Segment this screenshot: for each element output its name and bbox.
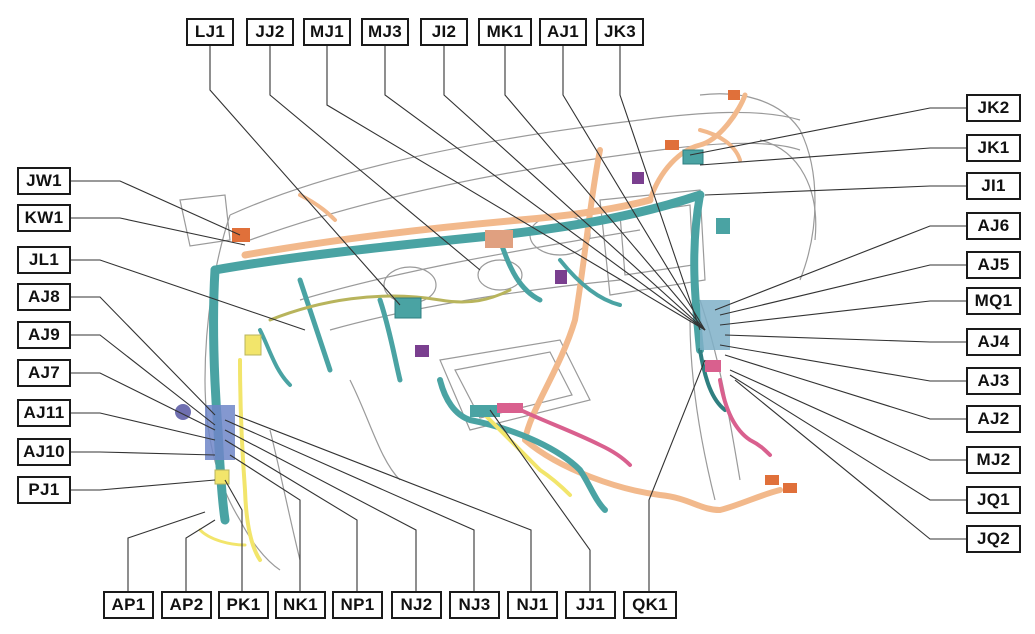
label-nk1[interactable]: NK1 bbox=[275, 591, 326, 619]
label-aj9[interactable]: AJ9 bbox=[17, 321, 71, 349]
label-jj2[interactable]: JJ2 bbox=[246, 18, 294, 46]
connectors bbox=[175, 90, 797, 493]
label-jw1[interactable]: JW1 bbox=[17, 167, 71, 195]
label-aj4[interactable]: AJ4 bbox=[966, 328, 1021, 356]
label-aj1[interactable]: AJ1 bbox=[539, 18, 587, 46]
label-lj1[interactable]: LJ1 bbox=[186, 18, 234, 46]
label-ap2[interactable]: AP2 bbox=[161, 591, 212, 619]
label-jq2[interactable]: JQ2 bbox=[966, 525, 1021, 553]
label-nj1[interactable]: NJ1 bbox=[507, 591, 558, 619]
label-pj1[interactable]: PJ1 bbox=[17, 476, 71, 504]
label-jk3[interactable]: JK3 bbox=[596, 18, 644, 46]
label-aj11[interactable]: AJ11 bbox=[17, 399, 71, 427]
label-nj2[interactable]: NJ2 bbox=[391, 591, 442, 619]
label-mj1[interactable]: MJ1 bbox=[303, 18, 351, 46]
label-pk1[interactable]: PK1 bbox=[218, 591, 269, 619]
label-jj1[interactable]: JJ1 bbox=[565, 591, 616, 619]
label-aj3[interactable]: AJ3 bbox=[966, 367, 1021, 395]
label-np1[interactable]: NP1 bbox=[332, 591, 383, 619]
label-kw1[interactable]: KW1 bbox=[17, 204, 71, 232]
label-aj7[interactable]: AJ7 bbox=[17, 359, 71, 387]
label-jq1[interactable]: JQ1 bbox=[966, 486, 1021, 514]
label-ap1[interactable]: AP1 bbox=[103, 591, 154, 619]
harness-branches bbox=[198, 92, 783, 562]
label-aj5[interactable]: AJ5 bbox=[966, 251, 1021, 279]
label-jk1[interactable]: JK1 bbox=[966, 134, 1021, 162]
label-mq1[interactable]: MQ1 bbox=[966, 287, 1021, 315]
label-aj6[interactable]: AJ6 bbox=[966, 212, 1021, 240]
label-nj3[interactable]: NJ3 bbox=[449, 591, 500, 619]
leader-lines bbox=[70, 45, 966, 591]
label-mj3[interactable]: MJ3 bbox=[361, 18, 409, 46]
label-ji2[interactable]: JI2 bbox=[420, 18, 468, 46]
label-qk1[interactable]: QK1 bbox=[623, 591, 677, 619]
label-jl1[interactable]: JL1 bbox=[17, 246, 71, 274]
label-jk2[interactable]: JK2 bbox=[966, 94, 1021, 122]
label-mk1[interactable]: MK1 bbox=[478, 18, 532, 46]
label-aj8[interactable]: AJ8 bbox=[17, 283, 71, 311]
label-aj10[interactable]: AJ10 bbox=[17, 438, 71, 466]
label-mj2[interactable]: MJ2 bbox=[966, 446, 1021, 474]
label-ji1[interactable]: JI1 bbox=[966, 172, 1021, 200]
label-aj2[interactable]: AJ2 bbox=[966, 405, 1021, 433]
